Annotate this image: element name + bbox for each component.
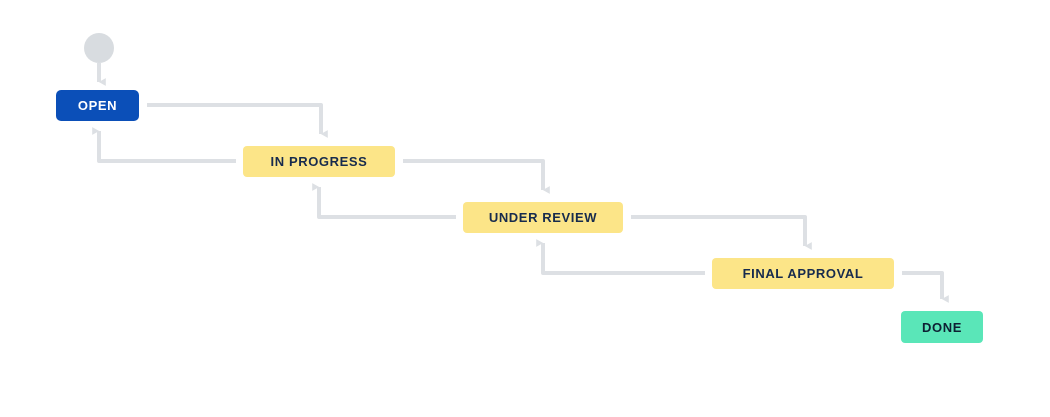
status-badge-final-approval[interactable]: FINAL APPROVAL [712, 258, 894, 289]
status-badge-in-progress[interactable]: IN PROGRESS [243, 146, 395, 177]
connector-in-progress-to-open [92, 127, 236, 163]
status-badge-done[interactable]: DONE [901, 311, 983, 343]
status-badge-in-progress-label: IN PROGRESS [270, 154, 368, 169]
connector-final-approval-to-done [902, 271, 949, 303]
status-badge-open-label: OPEN [77, 98, 118, 113]
status-badge-done-label: DONE [922, 319, 962, 335]
status-badge-final-approval-label: FINAL APPROVAL [742, 266, 864, 281]
connector-open-to-in-progress [147, 103, 328, 138]
status-badge-under-review-label: UNDER REVIEW [488, 210, 598, 225]
connector-under-review-to-final-approval [631, 215, 812, 250]
connector-under-review-to-in-progress [312, 183, 456, 219]
start-node-circle [84, 33, 114, 63]
connector-final-approval-to-under-review [536, 239, 705, 275]
status-badge-under-review[interactable]: UNDER REVIEW [463, 202, 623, 233]
status-badge-open[interactable]: OPEN [56, 90, 139, 121]
connector-in-progress-to-under-review [403, 159, 550, 194]
